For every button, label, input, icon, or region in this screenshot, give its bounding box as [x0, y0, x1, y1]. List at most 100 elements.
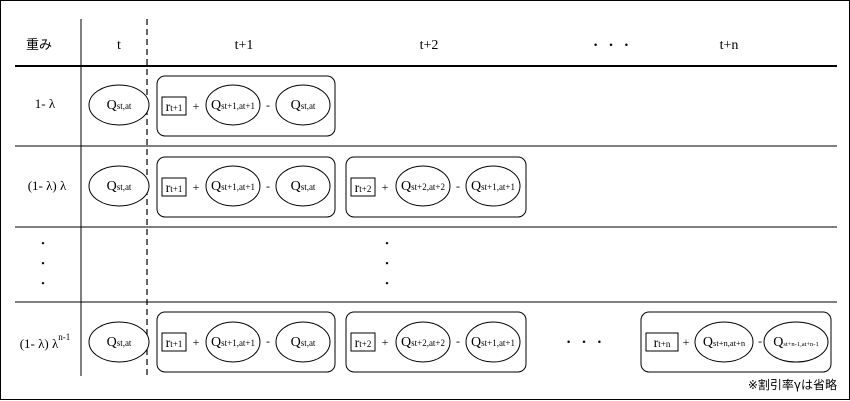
plus-sign: +: [382, 180, 389, 194]
q-current-symbol: Q: [291, 179, 301, 194]
td-error-box: [640, 311, 832, 373]
q-current-subscript: st+1,at+1: [481, 182, 515, 192]
q-next-label: Qst+1,at+1: [211, 98, 255, 113]
column-ellipsis-3: ・: [382, 278, 393, 290]
q-symbol: Q: [107, 98, 117, 113]
column-ellipsis-2: ・: [382, 258, 393, 270]
reward-label: rt+1: [166, 181, 183, 196]
reward-subscript: t+1: [170, 184, 182, 194]
q-ellipse: [88, 165, 150, 207]
weight-row-ellipsis-1: ・: [38, 238, 49, 250]
weight-row-n-base: (1- λ) λ: [20, 336, 59, 351]
minus-sign: -: [456, 334, 460, 348]
reward-box: [161, 177, 187, 197]
td-error-box: [156, 311, 336, 373]
q-current-subscript: st,at: [301, 338, 316, 348]
column-ellipsis-1: ・: [382, 238, 393, 250]
reward-label: rt+1: [166, 336, 183, 351]
discount-rate-footnote: ※割引率γは省略: [747, 378, 837, 392]
reward-box: [350, 177, 376, 197]
q-next-ellipse: [395, 321, 451, 363]
q-next-symbol: Q: [401, 335, 411, 350]
row-n-initial-q: Qst,at: [88, 321, 150, 363]
q-current-ellipse: [275, 321, 331, 363]
q-next-subscript: st+1,at+1: [221, 338, 255, 348]
q-next-ellipse: [395, 165, 451, 207]
weight-row-ellipsis-3: ・: [38, 278, 49, 290]
q-current-subscript: st,at: [301, 101, 316, 111]
row-n-horizontal-ellipsis: ・ ・ ・: [563, 335, 606, 349]
q-next-symbol: Q: [211, 335, 221, 350]
q-next-symbol: Q: [401, 179, 411, 194]
row-1-initial-q: Qst,at: [88, 84, 150, 126]
q-current-ellipse: [763, 321, 829, 363]
q-symbol: Q: [107, 335, 117, 350]
reward-box: [350, 332, 376, 352]
row-n-td-error-t2: rt+2 + Qst+2,at+2 - Qst+1,at+1: [345, 311, 527, 373]
reward-subscript: t+1: [170, 339, 182, 349]
q-current-symbol: Q: [471, 179, 481, 194]
q-current-symbol: Q: [471, 335, 481, 350]
plus-sign: +: [193, 335, 200, 349]
td-error-box: [345, 311, 527, 373]
q-current-label: Qst+1,at+1: [471, 179, 515, 194]
minus-sign: -: [266, 98, 270, 112]
q-subscript: st,at: [117, 182, 132, 192]
reward-label: rt+2: [355, 336, 372, 351]
reward-symbol: r: [166, 181, 171, 196]
reward-symbol: r: [654, 336, 659, 351]
reward-symbol: r: [166, 100, 171, 115]
reward-subscript: t+n: [658, 339, 671, 349]
q-ellipse: [88, 321, 150, 363]
q-current-label: Qst+1,at+1: [471, 335, 515, 350]
q-symbol: Q: [107, 179, 117, 194]
q-next-label: Qst+n,at+n: [703, 335, 746, 350]
q-next-subscript: st+1,at+1: [221, 182, 255, 192]
q-next-ellipse: [694, 321, 754, 363]
q-next-symbol: Q: [211, 98, 221, 113]
weight-row-ellipsis-2: ・: [38, 258, 49, 270]
row-n-td-error-t1: rt+1 + Qst+1,at+1 - Qst,at: [156, 311, 336, 373]
row-2-td-error-t2: rt+2 + Qst+2,at+2 - Qst+1,at+1: [345, 156, 527, 218]
reward-box: [161, 332, 187, 352]
reward-symbol: r: [166, 336, 171, 351]
q-next-symbol: Q: [211, 179, 221, 194]
q-current-label: Qst,at: [291, 335, 316, 350]
q-next-label: Qst+1,at+1: [211, 179, 255, 194]
reward-box: [161, 96, 187, 116]
weight-row-n-exponent: n-1: [58, 332, 70, 342]
q-next-ellipse: [205, 165, 261, 207]
header-t-plus-2: t+2: [420, 38, 439, 53]
reward-label: rt+1: [166, 100, 183, 115]
header-t-plus-1: t+1: [235, 38, 254, 53]
reward-label: rt+2: [355, 181, 372, 196]
q-ellipse: [88, 84, 150, 126]
q-current-symbol: Q: [291, 98, 301, 113]
row-n-td-error-tn: rt+n + Qst+n,at+n - Qst+n-1,at+n-1: [640, 311, 832, 373]
q-current-ellipse: [465, 321, 521, 363]
header-t: t: [117, 38, 121, 53]
header-t-plus-n: t+n: [720, 38, 739, 53]
q-next-subscript: st+2,at+2: [411, 182, 445, 192]
row-2-initial-q: Qst,at: [88, 165, 150, 207]
q-current-ellipse: [275, 165, 331, 207]
q-next-label: Qst+2,at+2: [401, 179, 445, 194]
reward-label: rt+n: [654, 336, 671, 351]
q-current-ellipse: [465, 165, 521, 207]
q-next-label: Qst+2,at+2: [401, 335, 445, 350]
q-label: Qst,at: [107, 335, 132, 350]
weight-row-1: 1- λ: [35, 96, 56, 111]
row-1-td-error-t1: rt+1 + Qst+1,at+1 - Qst,at: [156, 75, 336, 137]
minus-sign: -: [456, 179, 460, 193]
row-2-td-error-t1: rt+1 + Qst+1,at+1 - Qst,at: [156, 156, 336, 218]
header-ellipsis: ・ ・ ・: [590, 38, 633, 52]
q-next-ellipse: [205, 321, 261, 363]
q-label: Qst,at: [107, 98, 132, 113]
reward-symbol: r: [355, 336, 360, 351]
q-subscript: st,at: [117, 101, 132, 111]
q-current-label: Qst+n-1,at+n-1: [773, 335, 818, 350]
q-next-ellipse: [205, 84, 261, 126]
plus-sign: +: [193, 180, 200, 194]
td-error-box: [156, 75, 336, 137]
